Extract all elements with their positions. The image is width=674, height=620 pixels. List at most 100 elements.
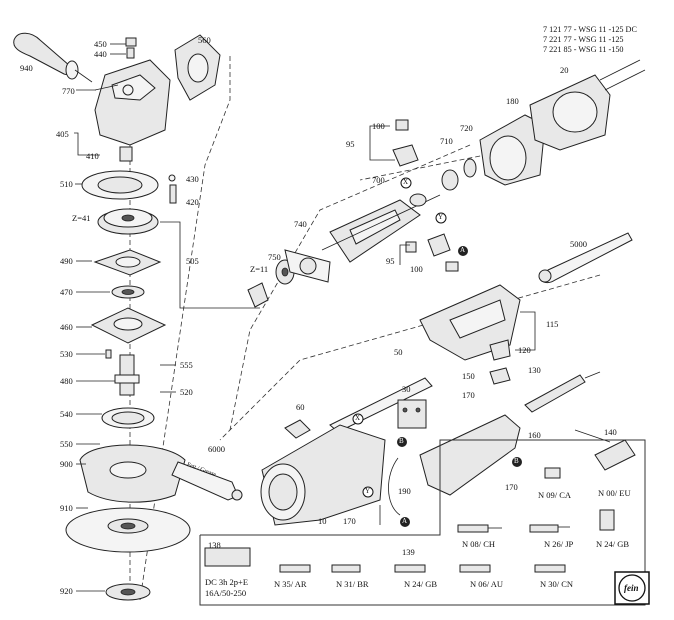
wire-190-drawing — [388, 457, 401, 516]
label-555: 555 — [180, 360, 193, 370]
label-440: 440 — [94, 49, 107, 59]
label-60: 60 — [296, 402, 305, 412]
label-95-lower: 95 — [386, 256, 395, 266]
reference-marks — [352, 177, 522, 527]
fein-logo-text: fein — [624, 583, 639, 593]
leader-lines — [74, 43, 176, 592]
clamping-nut-drawing — [105, 583, 151, 601]
label-z11: Z=11 — [250, 264, 269, 274]
label-480: 480 — [60, 376, 73, 386]
gear-head-drawing — [94, 37, 171, 162]
bearing-flange-drawing — [90, 307, 167, 344]
label-700: 700 — [372, 175, 385, 185]
ring-720-drawing — [463, 158, 477, 178]
label-50: 50 — [394, 347, 403, 357]
plug-variants-frame — [199, 439, 646, 606]
label-490: 490 — [60, 256, 73, 266]
label-720: 720 — [460, 123, 473, 133]
bearing-plate-drawing — [93, 249, 162, 276]
plug-label-n08-ch: N 08/ CH — [462, 539, 496, 549]
label-900: 900 — [60, 459, 73, 469]
label-430: 430 — [186, 174, 199, 184]
model-line-2: 7 221 77 - WSG 11 -125 — [543, 35, 624, 44]
mark-a-lower: A — [402, 517, 408, 525]
plug-label-n35-ar: N 35/ AR — [274, 579, 307, 589]
label-710: 710 — [440, 136, 453, 146]
clip-120-drawing — [489, 339, 511, 361]
label-770: 770 — [62, 86, 75, 96]
label-160: 160 — [528, 430, 541, 440]
label-120: 120 — [518, 345, 531, 355]
label-10: 10 — [318, 516, 327, 526]
dc-note-line-2: 16A/50-250 — [205, 588, 247, 598]
slide-switch-drawing — [284, 419, 311, 439]
mark-b-housing: B — [514, 457, 519, 465]
label-20: 20 — [560, 65, 569, 75]
plug-label-n26-jp: N 26/ JP — [544, 539, 574, 549]
label-6000: 6000 — [208, 444, 225, 454]
mark-b-switch: B — [399, 437, 404, 445]
plug-label-n06-au: N 06/ AU — [470, 579, 504, 589]
label-530: 530 — [60, 349, 73, 359]
bearing-housing-drawing — [479, 114, 546, 186]
air-baffle-drawing — [284, 249, 331, 283]
label-470: 470 — [60, 287, 73, 297]
label-190: 190 — [398, 486, 411, 496]
grinding-disc-drawing — [65, 507, 191, 553]
field-winding-drawing — [529, 59, 646, 151]
label-405: 405 — [56, 129, 69, 139]
armature-drawing — [321, 193, 441, 263]
label-450: 450 — [94, 39, 107, 49]
brush-holder-lower-drawing — [399, 233, 459, 272]
label-420: 420 — [186, 197, 199, 207]
label-740: 740 — [294, 219, 307, 229]
label-505: 505 — [186, 256, 199, 266]
label-940: 940 — [20, 63, 33, 73]
label-460: 460 — [60, 322, 73, 332]
label-95-upper: 95 — [346, 139, 355, 149]
grease-tube-drawing — [171, 461, 243, 501]
spindle-drawing — [105, 349, 140, 396]
label-920: 920 — [60, 586, 73, 596]
plug-label-n09-ca: N 09/ CA — [538, 490, 572, 500]
label-139: 139 — [402, 547, 415, 557]
label-560: 560 — [198, 35, 211, 45]
spanner-wrench-drawing — [538, 232, 633, 284]
label-z41: Z=41 — [72, 213, 91, 223]
label-100-lower: 100 — [410, 264, 423, 274]
label-540: 540 — [60, 409, 73, 419]
model-line-1: 7 121 77 - WSG 11 -125 DC — [543, 25, 637, 34]
plug-label-n30-cn: N 30/ CN — [540, 579, 574, 589]
bearing-710-drawing — [441, 169, 459, 191]
plug-label-n31-br: N 31/ BR — [336, 579, 369, 589]
label-750: 750 — [268, 252, 281, 262]
plug-label-n00-eu: N 00/ EU — [598, 488, 631, 498]
motor-housing-drawing — [260, 424, 386, 526]
label-130: 130 — [528, 365, 541, 375]
bevel-gear-drawing — [97, 208, 159, 235]
mark-x-upper: X — [403, 178, 409, 186]
label-170-lower: 170 — [343, 516, 356, 526]
mark-y-upper: Y — [438, 213, 444, 221]
label-410: 410 — [86, 151, 99, 161]
wheel-guard-drawing — [79, 444, 186, 503]
label-510: 510 — [60, 179, 73, 189]
label-150: 150 — [462, 371, 475, 381]
side-handle-drawing — [13, 32, 93, 83]
gasket-drawing — [81, 170, 159, 200]
pinion-drawing — [247, 282, 269, 308]
label-170-right: 170 — [505, 482, 518, 492]
pin-drawing — [168, 174, 177, 204]
mark-a-upper: A — [460, 246, 466, 254]
label-550: 550 — [60, 439, 73, 449]
plug-label-n24-gb-b: N 24/ GB — [404, 579, 438, 589]
model-line-3: 7 221 85 - WSG 11 -150 — [543, 45, 624, 54]
label-520: 520 — [180, 387, 193, 397]
fein-logo — [614, 571, 650, 605]
plug-label-n24-gb-a: N 24/ GB — [596, 539, 630, 549]
mark-y-lower: Y — [365, 487, 371, 495]
label-910: 910 — [60, 503, 73, 513]
label-5000: 5000 — [570, 239, 587, 249]
clip-150-drawing — [489, 367, 511, 385]
